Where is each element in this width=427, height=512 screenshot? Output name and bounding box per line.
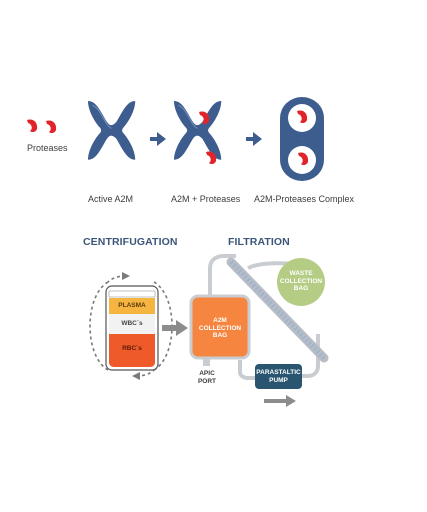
active-a2m-label: Active A2M bbox=[88, 194, 134, 204]
waste-bag-line-2: COLLECTION bbox=[279, 277, 323, 285]
wbc-label: WBC´s bbox=[121, 320, 143, 327]
bound-protease-1 bbox=[199, 111, 210, 125]
proteases-label: Proteases bbox=[27, 143, 68, 153]
waste-bag-line-1: WASTE bbox=[289, 270, 313, 277]
apic-port-label: APIC PORT bbox=[191, 370, 223, 385]
port-line-1: APIC bbox=[199, 370, 215, 377]
filtration-title: FILTRATION bbox=[228, 236, 290, 248]
arrow-2 bbox=[246, 132, 262, 146]
parastaltic-pump bbox=[255, 364, 302, 389]
waste-collection-bag bbox=[277, 258, 325, 306]
apic-port bbox=[203, 358, 210, 366]
filter-column bbox=[226, 257, 329, 363]
pump-line-1: PARASTALTIC bbox=[256, 369, 301, 376]
bound-protease-2 bbox=[206, 151, 217, 165]
arrow-1 bbox=[150, 132, 166, 146]
complex-label: A2M-Proteases Complex bbox=[254, 194, 355, 204]
collection-bag-line-3: BAG bbox=[212, 332, 228, 339]
pump-line-2: PUMP bbox=[269, 376, 288, 384]
centrifuge-tube bbox=[105, 285, 159, 371]
pump-label: PARASTALTIC PUMP bbox=[255, 369, 302, 384]
rbc-label: RBC´s bbox=[122, 345, 142, 352]
protease-icon-1 bbox=[27, 119, 38, 133]
a2m-plus-proteases-molecule bbox=[173, 100, 222, 161]
arrow-to-filtration bbox=[162, 320, 188, 336]
collection-bag-line-2: COLLECTION bbox=[198, 324, 242, 332]
port-line-2: PORT bbox=[197, 377, 217, 385]
a2m-collection-bag bbox=[189, 294, 251, 360]
output-arrow bbox=[264, 395, 296, 407]
centrifugation-title: CENTRIFUGATION bbox=[83, 236, 178, 248]
collection-bag-label: A2M COLLECTION BAG bbox=[193, 317, 247, 340]
protease-icon-2 bbox=[46, 120, 57, 134]
collection-bag-line-1: A2M bbox=[213, 317, 227, 324]
a2m-complex-molecule bbox=[280, 97, 324, 181]
waste-bag-label: WASTE COLLECTION BAG bbox=[277, 270, 325, 293]
filtration-tubing bbox=[208, 254, 320, 380]
plasma-label: PLASMA bbox=[118, 302, 146, 309]
active-a2m-molecule bbox=[87, 100, 136, 161]
waste-bag-line-3: BAG bbox=[293, 285, 309, 292]
a2m-plus-proteases-label: A2M + Proteases bbox=[171, 194, 241, 204]
